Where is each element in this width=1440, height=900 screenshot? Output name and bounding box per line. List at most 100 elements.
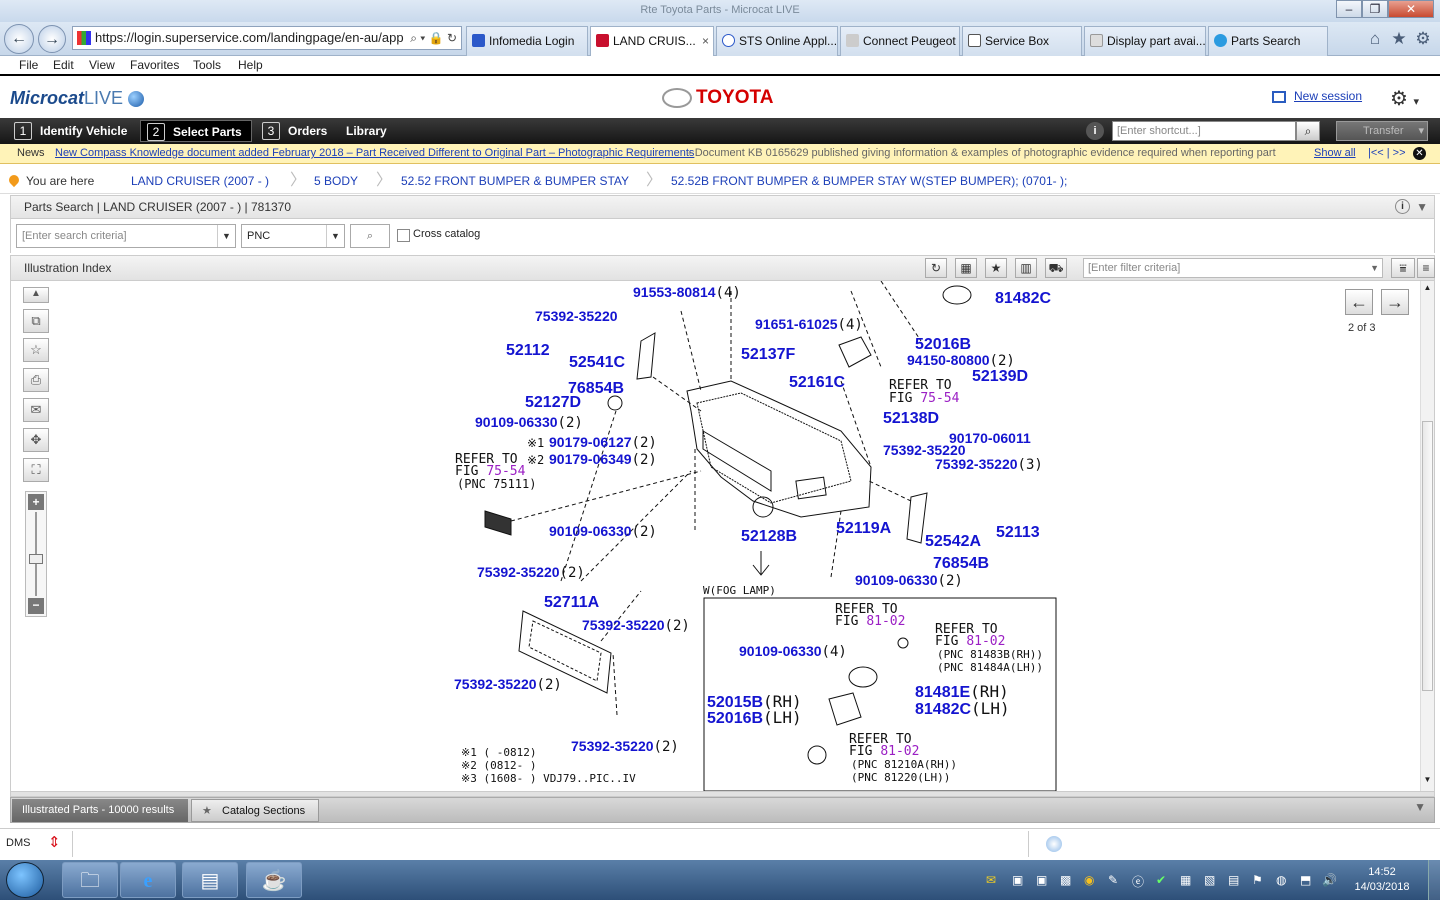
filter-input[interactable]: [Enter filter criteria] ▼ <box>1083 258 1383 278</box>
part-label[interactable]: 90170-06011 <box>949 430 1031 446</box>
part-label[interactable]: 81482C <box>995 290 1051 307</box>
close-tab-icon[interactable]: × <box>701 34 709 48</box>
menu-tools[interactable]: Tools <box>193 58 222 72</box>
zoom-in-icon[interactable]: + <box>28 494 44 510</box>
chevron-down-icon[interactable]: ▼ <box>326 225 344 247</box>
flag-tray-icon[interactable]: ⚑ <box>1252 873 1263 887</box>
part-label[interactable]: 52139D <box>972 368 1028 385</box>
menu-view[interactable]: View <box>89 58 115 72</box>
tab-land-cruiser[interactable]: LAND CRUIS... × <box>590 26 714 56</box>
volume-tray-icon[interactable]: 🔊 <box>1322 873 1337 887</box>
part-label[interactable]: 52137F <box>741 346 795 363</box>
menu-file[interactable]: File <box>19 58 39 72</box>
grid-view-icon[interactable]: ▦ <box>955 258 977 278</box>
scroll-up-icon[interactable]: ▲ <box>23 287 49 303</box>
favourite-star-icon[interactable]: ★ <box>985 258 1007 278</box>
part-label[interactable]: 52138D <box>883 410 939 427</box>
info-icon[interactable]: i <box>1086 122 1104 140</box>
chevron-down-icon[interactable]: ▼ <box>1370 263 1379 273</box>
refer-fig[interactable]: FIG 81-02 <box>835 614 905 629</box>
network-tray-icon[interactable]: ⬒ <box>1300 873 1312 887</box>
app-settings-icon[interactable]: ⚙ ▾ <box>1390 88 1420 110</box>
part-label[interactable]: 52541C <box>569 354 625 371</box>
transfer-button[interactable]: Transfer▾ <box>1336 121 1428 141</box>
part-label[interactable]: 75392-35220(2) <box>477 564 585 581</box>
part-label[interactable]: 52127D <box>525 394 581 411</box>
mail-tray-icon[interactable]: ✉ <box>986 873 997 887</box>
list-menu-icon[interactable]: ≡ <box>1417 258 1435 278</box>
tray-app-icon[interactable]: ▤ <box>1228 873 1240 887</box>
new-session-link[interactable]: New session <box>1272 89 1362 103</box>
tray-app-icon[interactable]: ▧ <box>1204 873 1216 887</box>
settings-gear-icon[interactable]: ⚙ <box>1415 29 1431 48</box>
next-page-icon[interactable]: → <box>1381 289 1409 315</box>
part-label[interactable]: 75392-35220(2) <box>571 738 679 755</box>
address-controls-icon[interactable]: ⌕ ▾ 🔒 ↻ <box>410 31 457 45</box>
previous-page-icon[interactable]: ← <box>1345 289 1373 315</box>
favorites-star-icon[interactable]: ★ <box>1391 29 1407 48</box>
file-explorer-icon[interactable]: 🗀 <box>62 862 118 898</box>
forward-icon[interactable]: → <box>38 25 66 53</box>
close-window-button[interactable]: ✕ <box>1388 0 1434 18</box>
tab-service-box[interactable]: Service Box <box>962 26 1082 56</box>
splitter-handle[interactable] <box>10 791 1435 797</box>
cross-catalog-checkbox[interactable] <box>397 229 410 242</box>
tray-app-icon[interactable]: ▣ <box>1036 873 1048 887</box>
breadcrumb-item-body[interactable]: 5 BODY <box>314 174 359 188</box>
home-icon[interactable]: ⌂ <box>1369 29 1381 48</box>
back-icon[interactable]: ← <box>4 24 34 54</box>
filter-options-icon[interactable]: ⩸ <box>1391 258 1415 278</box>
close-news-icon[interactable]: ✕ <box>1413 147 1426 160</box>
breadcrumb-item-section[interactable]: 52.52 FRONT BUMPER & BUMPER STAY <box>401 174 630 188</box>
menu-edit[interactable]: Edit <box>53 58 74 72</box>
shortcut-input[interactable]: [Enter shortcut...] <box>1112 121 1296 141</box>
part-label[interactable]: 90179-06349(2) <box>549 451 657 468</box>
shortcut-search-icon[interactable]: ⌕ <box>1296 121 1320 141</box>
pan-move-icon[interactable]: ✥ <box>23 428 49 452</box>
menu-favorites[interactable]: Favorites <box>130 58 180 72</box>
part-label[interactable]: 75392-35220(2) <box>454 676 562 693</box>
part-label[interactable]: 52112 <box>506 342 550 359</box>
tab-connect-peugeot[interactable]: Connect Peugeot <box>840 26 960 56</box>
breadcrumb-item-vehicle[interactable]: LAND CRUISER (2007 - ) <box>131 174 270 188</box>
java-icon[interactable]: ☕ <box>246 862 302 898</box>
minimize-button[interactable]: – <box>1336 0 1362 18</box>
scroll-up-icon[interactable]: ▲ <box>1423 283 1432 292</box>
news-show-all-link[interactable]: Show all <box>1314 147 1356 159</box>
tab-catalog-sections[interactable]: ★ Catalog Sections <box>191 799 319 822</box>
maximize-button[interactable]: ❐ <box>1362 0 1388 18</box>
star-add-icon[interactable]: ☆ <box>23 338 49 362</box>
part-label[interactable]: 90109-06330(2) <box>475 414 583 431</box>
scroll-down-icon[interactable]: ▼ <box>1423 775 1432 784</box>
search-input[interactable]: [Enter search criteria] ▼ <box>16 224 236 248</box>
scroll-thumb[interactable] <box>1422 421 1433 691</box>
refresh-icon[interactable]: ↻ <box>925 258 947 278</box>
part-label[interactable]: 81481E(RH) <box>915 682 1009 701</box>
menu-help[interactable]: Help <box>238 58 263 72</box>
part-label[interactable]: 52128B <box>741 528 797 545</box>
tray-app-icon[interactable]: ◍ <box>1276 873 1287 887</box>
part-label[interactable]: 91651-61025(4) <box>755 316 863 333</box>
part-label[interactable]: 75392-35220 <box>535 308 618 324</box>
part-label[interactable]: 91553-80814(4) <box>633 284 741 301</box>
vehicle-icon[interactable]: ⛟ <box>1045 258 1067 278</box>
start-button-icon[interactable] <box>6 862 44 898</box>
refer-fig[interactable]: FIG 81-02 <box>935 634 1005 649</box>
tray-app-icon[interactable]: ⓔ <box>1132 875 1145 889</box>
nav-library[interactable]: Library <box>340 120 400 142</box>
print-icon[interactable]: ⎙ <box>23 368 49 392</box>
part-label[interactable]: 90109-06330(4) <box>739 643 847 660</box>
pen-tray-icon[interactable]: ✎ <box>1108 873 1119 887</box>
tray-app-icon[interactable]: ◉ <box>1084 873 1095 887</box>
panel-collapse-icon[interactable]: ▼ <box>1416 200 1428 214</box>
part-label[interactable]: 90109-06330(2) <box>855 572 963 589</box>
news-pager[interactable]: |<< | >> <box>1368 147 1406 159</box>
expand-icon[interactable]: ▼ <box>1414 800 1426 814</box>
vertical-scrollbar[interactable]: ▲ ▼ <box>1420 281 1434 791</box>
part-label[interactable]: 81482C(LH) <box>915 699 1010 718</box>
app-window-icon[interactable]: ▤ <box>182 862 238 898</box>
refer-fig[interactable]: FIG 75-54 <box>455 464 526 479</box>
tray-app-icon[interactable]: ▣ <box>1012 873 1024 887</box>
